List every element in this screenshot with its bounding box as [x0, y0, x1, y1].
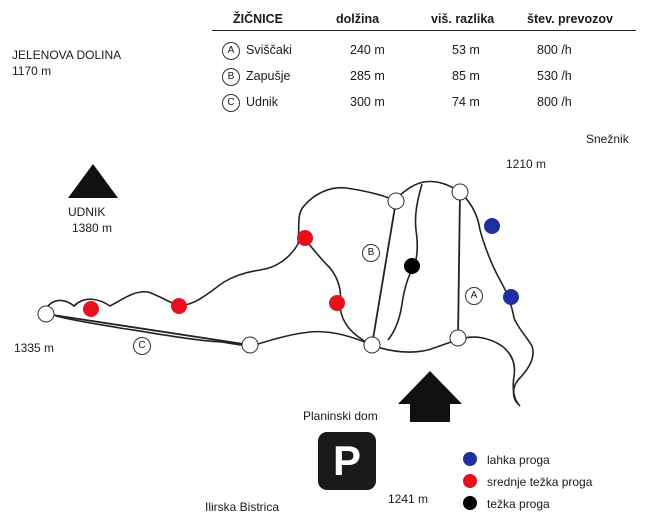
slope-outline [55, 315, 253, 347]
lift-label-b: B [362, 244, 380, 262]
lift-station [241, 336, 259, 354]
place-jelenova-dolina: JELENOVA DOLINA [12, 48, 122, 62]
parking-letter: P [332, 437, 361, 484]
place-sneznik: Snežnik [586, 132, 629, 146]
cable-car-line-a [457, 191, 461, 339]
altitude-1335: 1335 m [14, 341, 55, 355]
lift-station [363, 336, 381, 354]
lift-station [387, 192, 405, 210]
easy-slope-marker [484, 218, 500, 234]
legend-difficult-dot [463, 496, 477, 510]
lift-rides: 800 /h [537, 43, 572, 57]
lift-id-badge: C [222, 94, 240, 112]
table-header-rides: štev. prevozov [527, 12, 613, 26]
parking-icon: P [318, 432, 376, 490]
lift-height-diff: 74 m [452, 95, 480, 109]
lift-length: 285 m [350, 69, 385, 83]
legend-difficult-label: težka proga [487, 497, 550, 511]
slope-outline [457, 336, 521, 407]
lift-height-diff: 85 m [452, 69, 480, 83]
slope-outline [251, 330, 375, 347]
legend-easy-label: lahka proga [487, 453, 550, 467]
medium-slope-marker [83, 301, 99, 317]
lift-height-diff: 53 m [452, 43, 480, 57]
lift-name: Udnik [246, 95, 278, 109]
altitude-1210: 1210 m [506, 157, 547, 171]
place-jelenova-dolina-altitude: 1170 m [12, 64, 52, 78]
legend-medium-label: srednje težka proga [487, 475, 593, 489]
lift-length: 240 m [350, 43, 385, 57]
mountain-peak-icon [68, 164, 118, 198]
cable-car-line-b [371, 200, 397, 346]
place-udnik: UDNIK [68, 205, 106, 219]
lift-label-c: C [133, 337, 151, 355]
legend-medium-dot [463, 474, 477, 488]
mountain-hut-base [410, 402, 450, 422]
lift-station [451, 183, 469, 201]
mountain-hut-icon [398, 371, 462, 404]
cable-car-line-c [45, 313, 251, 346]
table-header-length: dolžina [336, 12, 380, 26]
slope-outline [43, 186, 395, 315]
difficult-slope-marker [404, 258, 420, 274]
lift-station [449, 329, 467, 347]
altitude-1241: 1241 m [388, 492, 429, 506]
medium-slope-marker [297, 230, 313, 246]
medium-slope-marker [171, 298, 187, 314]
place-ilirska-bistrica: Ilirska Bistrica [205, 500, 280, 514]
lift-length: 300 m [350, 95, 385, 109]
lift-id-badge: A [222, 42, 240, 60]
place-planinski-dom: Planinski dom [303, 409, 378, 423]
table-header-rule [212, 30, 636, 31]
table-header-lifts: ŽIČNICE [233, 12, 283, 26]
medium-slope-marker [329, 295, 345, 311]
lift-station [37, 305, 55, 323]
lift-rides: 800 /h [537, 95, 572, 109]
legend-easy-dot [463, 452, 477, 466]
lift-rides: 530 /h [537, 69, 572, 83]
lift-name: Zapušje [246, 69, 291, 83]
place-udnik-altitude: 1380 m [72, 221, 113, 235]
lift-label-a: A [465, 287, 483, 305]
table-header-height-diff: viš. razlika [431, 12, 495, 26]
slope-outline [373, 339, 459, 353]
lift-id-badge: B [222, 68, 240, 86]
slope-outline [393, 180, 534, 405]
lift-name: Sviščaki [246, 43, 292, 57]
easy-slope-marker [503, 289, 519, 305]
